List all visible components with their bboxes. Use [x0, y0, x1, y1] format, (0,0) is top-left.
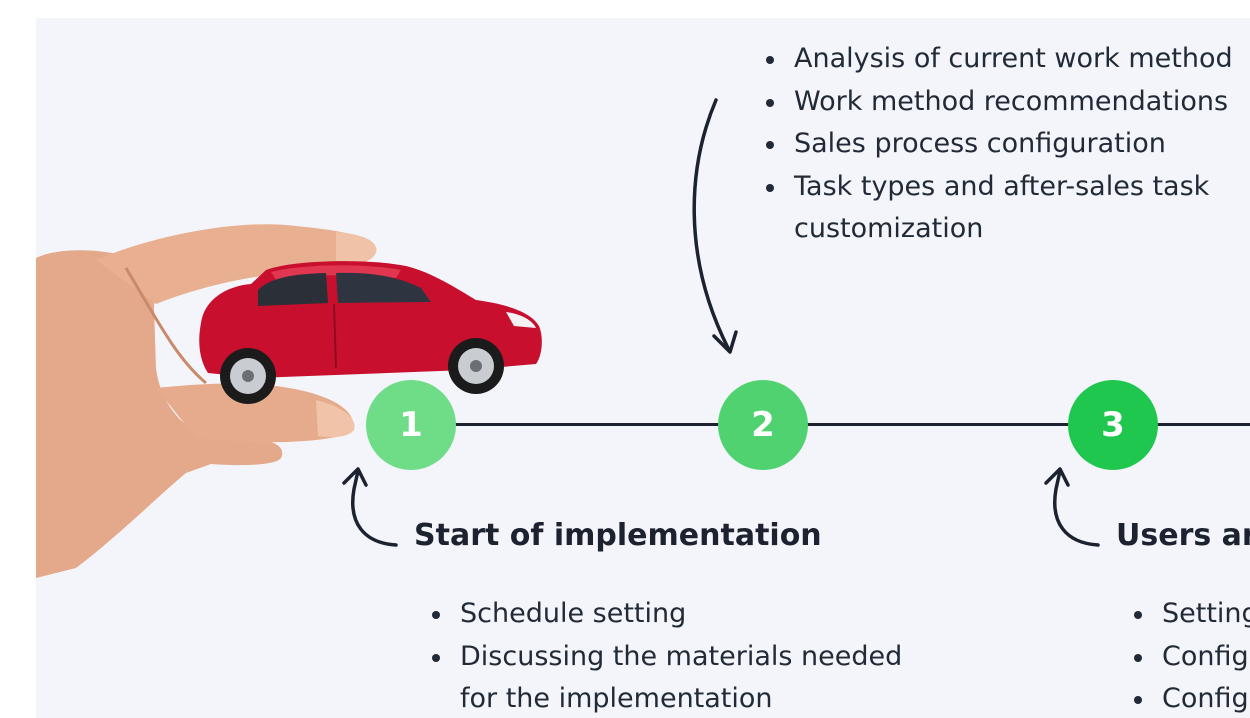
step-2-number: 2 — [751, 405, 775, 445]
list-item: Schedule setting — [426, 593, 902, 636]
curved-arrow-down-icon — [692, 98, 738, 354]
list-item: Analysis of current work method — [760, 38, 1233, 81]
step-1-circle: 1 — [366, 380, 456, 470]
list-item: Config — [1128, 678, 1250, 718]
step-1-number: 1 — [399, 405, 423, 445]
hand-icon — [36, 224, 377, 578]
hand-car-illustration — [36, 224, 542, 578]
car-icon — [199, 261, 542, 404]
step-2-circle: 2 — [718, 380, 808, 470]
step-3-heading: Users ar — [1116, 518, 1250, 553]
list-item: Task types and after-sales task — [760, 166, 1233, 209]
diagram-canvas: 1 2 3 Analysis of current work method Wo… — [36, 18, 1250, 718]
list-item-continuation: for the implementation — [460, 683, 773, 714]
curved-arrow-up-icon — [342, 467, 398, 547]
step-2-bullet-list: Analysis of current work method Work met… — [760, 38, 1233, 251]
step-3-circle: 3 — [1068, 380, 1158, 470]
step-1-heading: Start of implementation — [414, 518, 822, 553]
list-item: Setting — [1128, 593, 1250, 636]
curved-arrow-up-icon — [1044, 467, 1100, 547]
list-item-continuation: customization — [794, 213, 984, 244]
list-item: Config — [1128, 636, 1250, 679]
list-item: Sales process configuration — [760, 123, 1233, 166]
timeline-line — [414, 423, 1250, 426]
step-3-bullet-list: Setting Config Config — [1128, 593, 1250, 718]
list-item: Work method recommendations — [760, 81, 1233, 124]
step-1-bullet-list: Schedule setting Discussing the material… — [426, 593, 902, 718]
step-3-number: 3 — [1101, 405, 1125, 445]
list-item: Discussing the materials needed — [426, 636, 902, 679]
